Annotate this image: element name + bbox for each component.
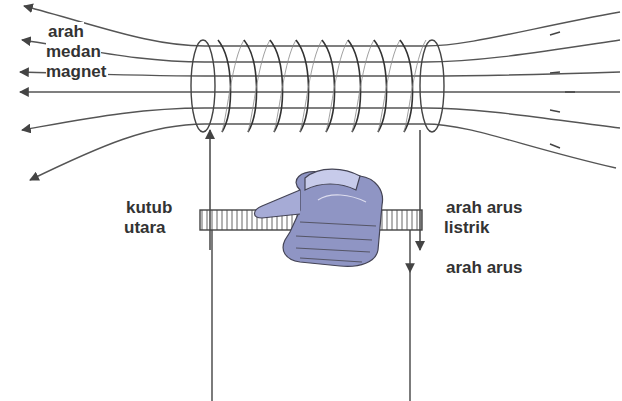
- winding-back: [274, 40, 296, 132]
- winding: [400, 40, 413, 132]
- winding: [270, 40, 283, 132]
- winding-back: [352, 40, 374, 132]
- winding: [322, 40, 335, 132]
- label-text: arah medan magnet: [46, 22, 108, 81]
- winding: [348, 40, 361, 132]
- field-lines: [20, 6, 620, 180]
- right-hand: [255, 169, 383, 266]
- winding-back: [248, 40, 270, 132]
- winding: [296, 40, 309, 132]
- winding-back: [378, 40, 400, 132]
- winding-back: [404, 40, 426, 132]
- label: arah arus listrik: [444, 198, 528, 238]
- coil-windings: [218, 40, 426, 132]
- label: kutub utara: [124, 198, 188, 238]
- coil-ends: [191, 40, 444, 132]
- label: arah medan magnet: [46, 22, 118, 82]
- label-text: arah arus listrik: [444, 198, 523, 237]
- winding: [374, 40, 387, 132]
- winding-back: [326, 40, 348, 132]
- winding: [218, 40, 231, 132]
- label-text: kutub utara: [124, 198, 172, 237]
- winding-back: [300, 40, 322, 132]
- label-text: arah arus: [444, 258, 525, 277]
- winding-back: [222, 40, 244, 132]
- winding: [244, 40, 257, 132]
- label: arah arus: [444, 258, 564, 278]
